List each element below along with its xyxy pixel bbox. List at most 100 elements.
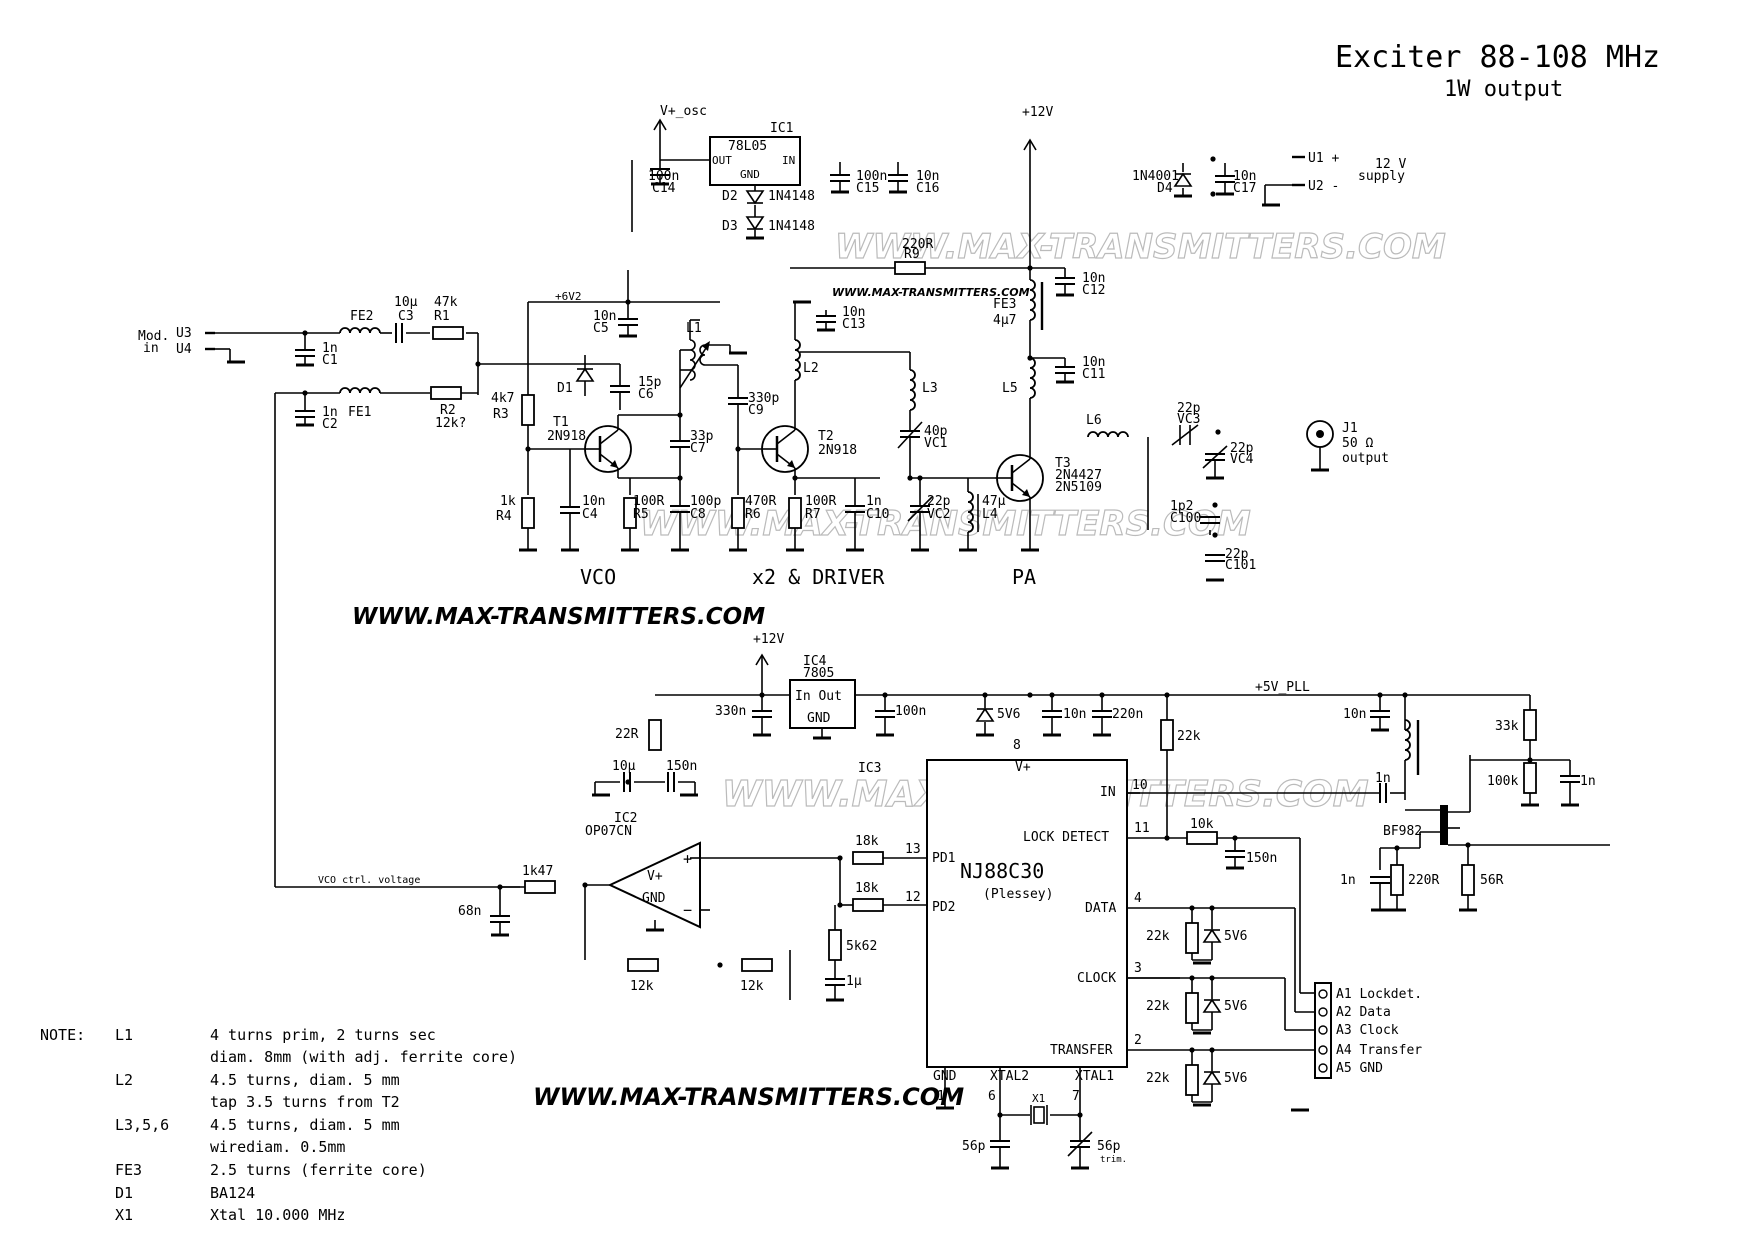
r12k-1-value: 12k — [630, 979, 654, 994]
ic4-type: 7805 — [803, 666, 834, 681]
j1-ref: J1 — [1342, 421, 1358, 436]
ic3-pin7: 7 — [1072, 1089, 1080, 1104]
rf-section-wiring — [205, 118, 1334, 888]
c14-value: 100n — [648, 169, 679, 184]
ic3-data: DATA — [1085, 901, 1116, 916]
r1-ref: R1 — [434, 309, 450, 324]
supply-d4-ref: D4 — [1157, 181, 1173, 196]
c10-value: 1n — [866, 494, 882, 509]
c3-value: 10µ — [394, 295, 418, 310]
j1-output: output — [1342, 451, 1389, 466]
c150n-lock-value: 150n — [1246, 851, 1277, 866]
l1-ref: L1 — [686, 321, 702, 336]
note-text-8: Xtal 10.000 MHz — [210, 1206, 345, 1224]
c8-ref: C8 — [690, 507, 706, 522]
mod-u4: U4 — [176, 342, 192, 357]
c12-ref: C12 — [1082, 283, 1105, 298]
supply-u2: U2 - — [1308, 179, 1339, 194]
ic3-type: NJ88C30 — [960, 859, 1044, 883]
vc3-value: 22p — [1177, 401, 1201, 416]
ic3-lock: LOCK DETECT — [1023, 830, 1109, 845]
ic1-value: 78L05 — [728, 139, 767, 154]
ic3-pin10: 10 — [1132, 778, 1148, 793]
supply-u1: U1 + — [1308, 151, 1339, 166]
supply-c17-value: 10n — [1233, 169, 1256, 184]
r3-value: 4k7 — [491, 391, 514, 406]
ic3-pd1: PD1 — [932, 851, 955, 866]
t3-type-b: 2N5109 — [1055, 480, 1102, 495]
vc4-ref: VC4 — [1230, 452, 1254, 467]
watermark-6: WWW.MAX-TRANSMITTERS.COM — [533, 1083, 964, 1111]
r22k-transfer-value: 22k — [1146, 1071, 1170, 1086]
note-text-3: tap 3.5 turns from T2 — [210, 1093, 400, 1111]
mod-in-label: in — [143, 341, 159, 356]
note-ref-2: L2 — [115, 1071, 133, 1089]
r6-ref: R6 — [745, 507, 761, 522]
note-text-4: 4.5 turns, diam. 5 mm — [210, 1116, 400, 1134]
c15-value: 100n — [856, 169, 887, 184]
c9-value: 330p — [748, 391, 779, 406]
c5-ref: C5 — [593, 321, 609, 336]
watermark-4: WWW.MAX-TRANSMITTERS.COM — [352, 604, 765, 630]
r9-value: 220R — [902, 237, 933, 252]
c7-value: 33p — [690, 429, 714, 444]
r100k-value: 100k — [1487, 774, 1518, 789]
ic3-pin3: 3 — [1134, 961, 1142, 976]
schematic-title: Exciter 88-108 MHz — [1335, 40, 1660, 75]
r56r-value: 56R — [1480, 873, 1504, 888]
note-ref-0: L1 — [115, 1026, 133, 1044]
l2-ref: L2 — [803, 361, 819, 376]
c12-value: 10n — [1082, 271, 1105, 286]
c10-ref: C10 — [866, 507, 889, 522]
r2-value: 12k? — [435, 416, 466, 431]
ic2-type: OP07CN — [585, 824, 632, 839]
l3-ref: L3 — [922, 381, 938, 396]
ic3-xtal1: XTAL1 — [1075, 1069, 1114, 1084]
ic2-vplus: V+ — [647, 869, 663, 884]
c15-ref: C15 — [856, 181, 879, 196]
c2-value: 1n — [322, 405, 338, 420]
note-ref-4: L3,5,6 — [115, 1116, 169, 1134]
t2-type: 2N918 — [818, 443, 857, 458]
l4-value: 47µ — [982, 494, 1006, 509]
c100-ref: C100 — [1170, 511, 1201, 526]
c6-ref: C6 — [638, 387, 654, 402]
note-text-6: 2.5 turns (ferrite core) — [210, 1161, 427, 1179]
r7-value: 100R — [805, 494, 836, 509]
zener-clock-value: 5V6 — [1224, 999, 1247, 1014]
note-ref-7: D1 — [115, 1184, 133, 1202]
t2-ref: T2 — [818, 429, 834, 444]
ic4-pins: In Out — [795, 689, 842, 704]
rail-12v-pll-label: +12V — [753, 632, 784, 647]
fe3-value: 4µ7 — [993, 313, 1016, 328]
rail-5v-pll-label: +5V_PLL — [1255, 680, 1310, 695]
c100-value: 1p2 — [1170, 499, 1193, 514]
ic3-transfer: TRANSFER — [1050, 1043, 1113, 1058]
vc3-ref: VC3 — [1177, 412, 1200, 427]
ic2-ref: IC2 — [614, 811, 637, 826]
t3-type-a: 2N4427 — [1055, 468, 1102, 483]
pll-section-wiring — [489, 653, 1610, 1170]
ic3-pd2: PD2 — [932, 900, 955, 915]
vc2-value: 22p — [927, 494, 951, 509]
r22k-clock-value: 22k — [1146, 999, 1170, 1014]
zener-data-value: 5V6 — [1224, 929, 1247, 944]
r22r-value: 22R — [615, 727, 639, 742]
r12k-2-value: 12k — [740, 979, 764, 994]
ic3-pin4: 4 — [1134, 891, 1142, 906]
ic3-ref: IC3 — [858, 761, 881, 776]
c5-value: 10n — [593, 309, 616, 324]
l5-ref: L5 — [1002, 381, 1018, 396]
c1-ref: C1 — [322, 353, 338, 368]
c1-value: 1n — [322, 341, 338, 356]
watermark-2: WWW.MAX-TRANSMITTERS.COM — [832, 286, 1030, 299]
ic3-clock: CLOCK — [1077, 971, 1116, 986]
c220n-value: 220n — [1112, 707, 1143, 722]
schematic-subtitle: 1W output — [1444, 77, 1563, 102]
c150n-value: 150n — [666, 759, 697, 774]
zener-transfer-value: 5V6 — [1224, 1071, 1247, 1086]
c1n-in-value: 1n — [1375, 771, 1391, 786]
vc2-ref: VC2 — [927, 507, 950, 522]
r10k-value: 10k — [1190, 817, 1214, 832]
